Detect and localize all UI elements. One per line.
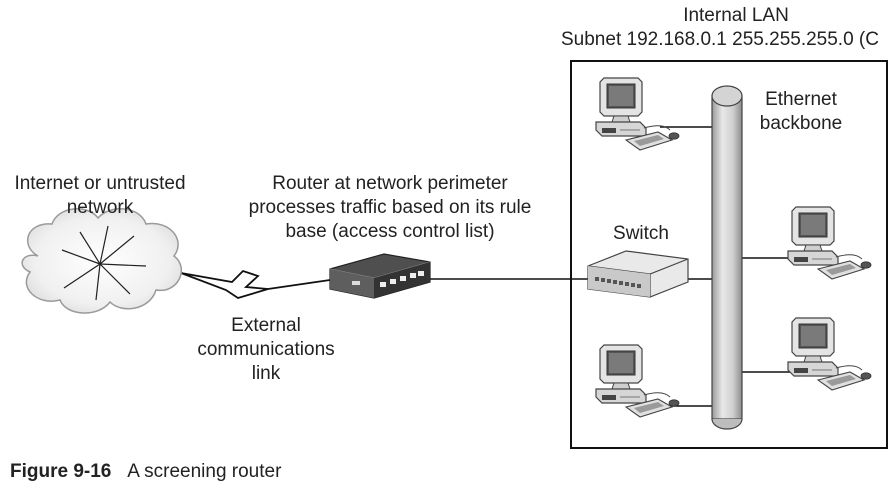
- lan-boundary: [570, 60, 888, 449]
- figure-number: Figure 9-16: [10, 461, 112, 482]
- lan-title: Internal LAN: [683, 5, 789, 26]
- internet-label: Internet or untrusted network: [14, 173, 186, 218]
- workstation-icon: [595, 344, 680, 418]
- figure-caption-text: A screening router: [127, 461, 282, 482]
- router-label: Router at network perimeter processes tr…: [248, 173, 532, 242]
- router-icon: [329, 253, 431, 299]
- external-link-label: External communications link: [197, 315, 335, 384]
- lan-subnet: Subnet 192.168.0.1 255.255.255.0 (C: [561, 29, 879, 50]
- workstation-icon: [787, 317, 872, 391]
- external-link-line: [267, 279, 331, 290]
- workstation-icon: [787, 206, 872, 280]
- workstation-icon: [595, 77, 680, 151]
- figure-caption: Figure 9-16 A screening router: [10, 461, 281, 483]
- switch-label: Switch: [613, 223, 669, 244]
- lightning-link-icon: [180, 269, 269, 299]
- ethernet-backbone-label: Ethernet backbone: [759, 89, 843, 134]
- ethernet-backbone: [711, 85, 743, 430]
- switch-icon: [587, 250, 689, 298]
- cloud-icon: [21, 208, 183, 314]
